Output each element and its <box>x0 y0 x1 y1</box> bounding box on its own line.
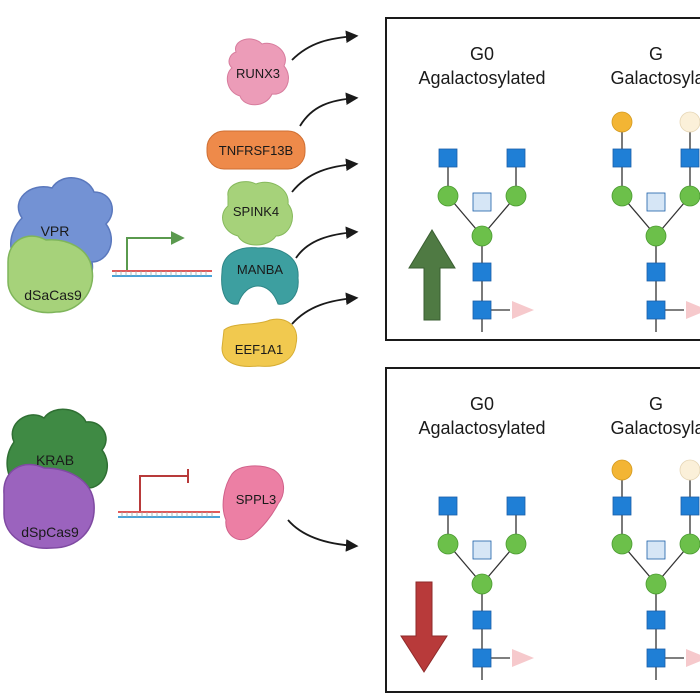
g-title: G <box>649 44 663 64</box>
activation-dna <box>112 231 212 277</box>
mannose-circle <box>437 185 459 207</box>
spcas9-protein <box>3 463 95 549</box>
g-glycan <box>611 111 700 332</box>
mannose-circle <box>611 185 633 207</box>
glcnac-square <box>646 300 666 320</box>
vpr-label: VPR <box>41 223 70 239</box>
activation-complex: VPR dSaCas9 <box>7 177 113 314</box>
target-runx3: RUNX3 <box>226 38 289 106</box>
repression-output-arrow <box>287 519 359 552</box>
trend-down-arrow <box>400 581 448 673</box>
g0-title: G0 <box>470 394 494 414</box>
sacas9-label: dSaCas9 <box>24 287 82 303</box>
glcnac-square <box>646 610 666 630</box>
repression-blunt-arrow <box>139 475 188 511</box>
glcnac-square <box>472 262 492 282</box>
glcnac-square <box>472 648 492 668</box>
glcnac-square <box>472 300 492 320</box>
target-tnfrsf13b: TNFRSF13B <box>206 130 306 170</box>
mannose-circle <box>471 225 493 247</box>
fucose-triangle <box>686 649 700 667</box>
mannose-circle <box>505 533 527 555</box>
bisecting-glcnac-square <box>646 540 666 560</box>
repression-dna <box>118 469 220 518</box>
g0-title: G0 <box>470 44 494 64</box>
sppl3-label: SPPL3 <box>236 492 276 507</box>
glcnac-square <box>472 610 492 630</box>
glcnac-square <box>612 148 632 168</box>
repression-complex: KRAB dSpCas9 <box>3 408 108 549</box>
target-manba: MANBA <box>221 247 299 305</box>
g0-glycan <box>437 148 534 332</box>
glcnac-square <box>438 148 458 168</box>
g0-subtitle: Agalactosylated <box>418 68 545 88</box>
fucose-triangle <box>686 301 700 319</box>
bisecting-glcnac-square <box>472 192 492 212</box>
glycan-panel-bottom: G0 Agalactosylated G Galactosylat <box>385 367 700 693</box>
runx3-label: RUNX3 <box>236 66 280 81</box>
activation-output-arrows <box>291 30 359 325</box>
glycan-panel-top: G0 Agalactosylated G Galactosylat <box>385 17 700 341</box>
eef1a1-label: EEF1A1 <box>235 342 283 357</box>
tnfrsf13b-label: TNFRSF13B <box>219 143 293 158</box>
glcnac-square <box>612 496 632 516</box>
galactose-circle <box>611 111 633 133</box>
g0-subtitle: Agalactosylated <box>418 418 545 438</box>
g-title: G <box>649 394 663 414</box>
bisecting-glcnac-square <box>472 540 492 560</box>
glcnac-square <box>646 262 666 282</box>
mannose-circle <box>645 225 667 247</box>
fucose-triangle <box>512 301 534 319</box>
spcas9-label: dSpCas9 <box>21 524 79 540</box>
bisecting-glcnac-square <box>646 192 666 212</box>
mannose-circle <box>679 185 700 207</box>
g-glycan <box>611 459 700 680</box>
glcnac-square <box>506 148 526 168</box>
glcnac-square <box>506 496 526 516</box>
g0-glycan <box>437 496 534 680</box>
mannose-circle <box>437 533 459 555</box>
g-subtitle: Galactosylat <box>610 68 700 88</box>
activation-promoter-arrow <box>126 231 185 270</box>
target-eef1a1: EEF1A1 <box>221 318 298 367</box>
glcnac-square <box>646 648 666 668</box>
mannose-circle <box>611 533 633 555</box>
trend-up-arrow <box>408 229 456 321</box>
mannose-circle <box>679 533 700 555</box>
mannose-circle <box>471 573 493 595</box>
galactose-circle-pale <box>679 111 700 133</box>
glcnac-square <box>680 148 700 168</box>
sacas9-protein <box>7 235 94 314</box>
manba-label: MANBA <box>237 262 284 277</box>
glcnac-square <box>680 496 700 516</box>
target-sppl3: SPPL3 <box>222 465 284 541</box>
mannose-circle <box>505 185 527 207</box>
target-spink4: SPINK4 <box>222 181 293 246</box>
galactose-circle-pale <box>679 459 700 481</box>
galactose-circle <box>611 459 633 481</box>
spink4-label: SPINK4 <box>233 204 279 219</box>
glcnac-square <box>438 496 458 516</box>
krab-label: KRAB <box>36 452 74 468</box>
g-subtitle: Galactosylat <box>610 418 700 438</box>
mannose-circle <box>645 573 667 595</box>
fucose-triangle <box>512 649 534 667</box>
